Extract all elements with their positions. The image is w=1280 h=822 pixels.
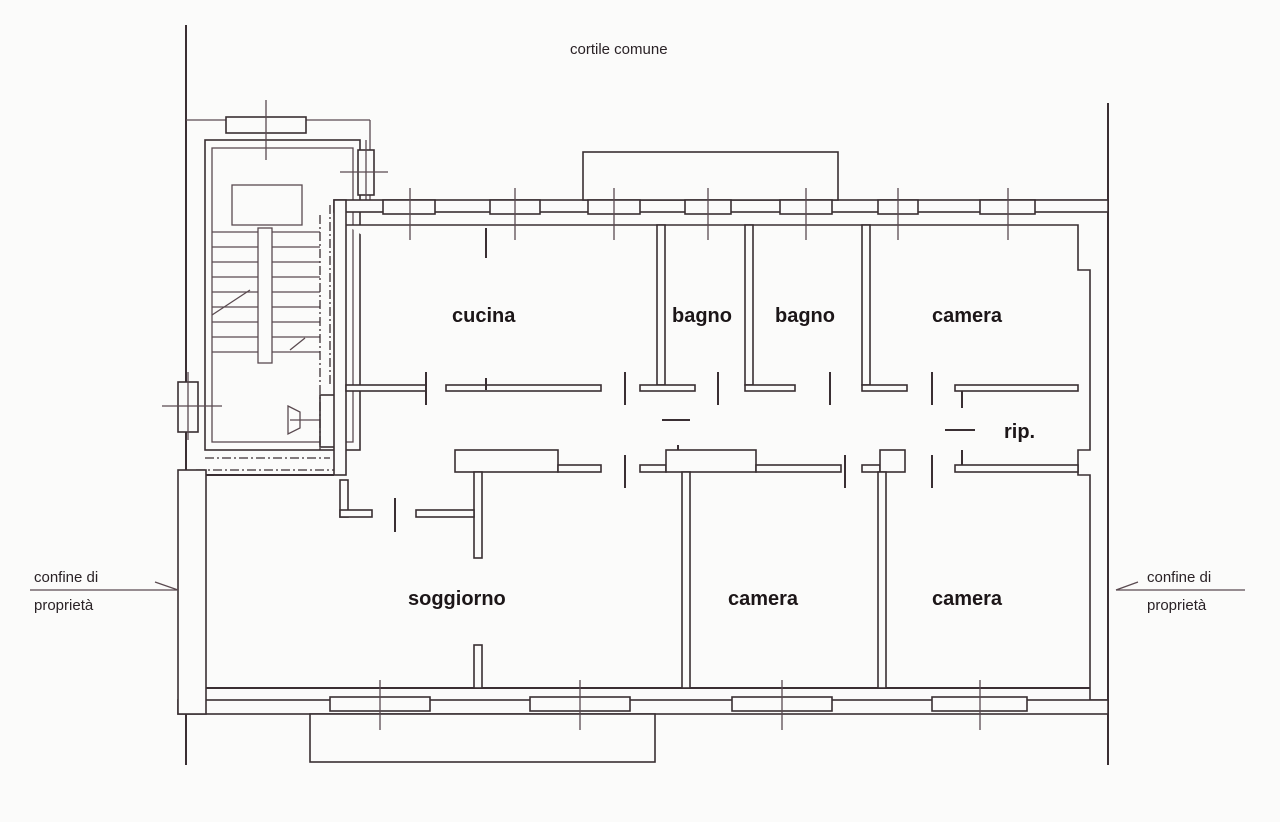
room-label-bath-1: bagno bbox=[672, 305, 732, 327]
boundary-right-line2: proprietà bbox=[1147, 597, 1207, 614]
boundary-markers bbox=[30, 581, 1245, 591]
room-label-kitchen: cucina bbox=[452, 305, 516, 327]
stairwell bbox=[162, 100, 388, 471]
interior-walls bbox=[339, 224, 1079, 689]
stair-steps bbox=[211, 231, 320, 353]
bottom-windows bbox=[329, 680, 1028, 730]
boundary-right-line1: confine di bbox=[1147, 569, 1211, 586]
boundary-left-line2: proprietà bbox=[34, 597, 94, 614]
courtyard-label: cortile comune bbox=[570, 41, 668, 58]
room-label-bath-2: bagno bbox=[775, 305, 835, 327]
top-windows bbox=[382, 188, 1036, 240]
room-label-storage: rip. bbox=[1004, 421, 1035, 443]
room-label-living: soggiorno bbox=[408, 588, 506, 610]
boundary-left-line1: confine di bbox=[34, 569, 98, 586]
room-label-bedroom-mid: camera bbox=[728, 588, 799, 610]
room-label-bedroom-right: camera bbox=[932, 588, 1003, 610]
room-label-bedroom-top: camera bbox=[932, 305, 1003, 327]
